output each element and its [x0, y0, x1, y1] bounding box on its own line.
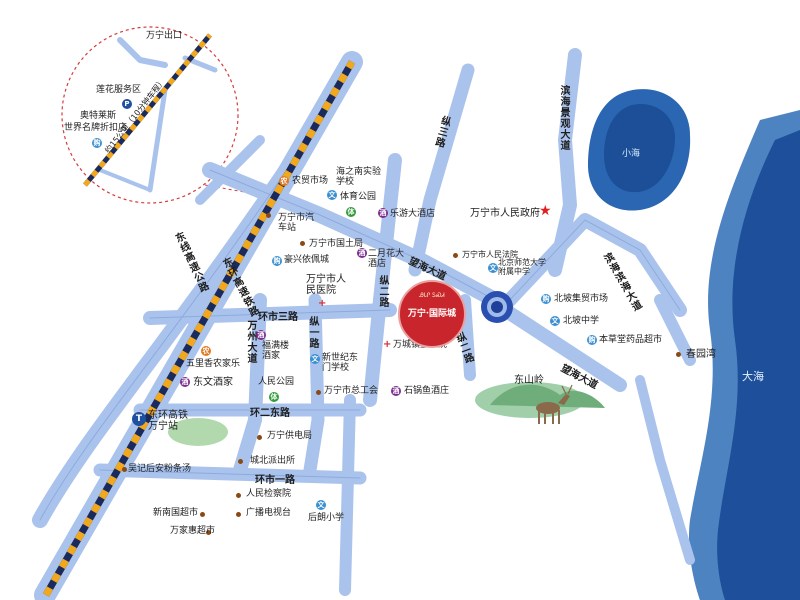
poi-fulou: 福满楼酒家 [262, 341, 290, 361]
road-wanzhou: 万州大道 [245, 320, 256, 364]
park-icon-2: 体 [269, 392, 279, 402]
poi-dot-gongdianju [257, 435, 262, 440]
inset-outlet-line2: 世界名牌折扣店 [64, 123, 128, 133]
road-huanshi-san: 环市三路 [258, 312, 298, 323]
school-icon-2: 文 [488, 263, 498, 273]
poi-renmin-gongyuan: 人民公园 [258, 377, 295, 387]
poi-dot-chunyuan [676, 352, 681, 357]
poi-zhengfu: 万宁市人民政府 [470, 208, 540, 219]
poi-shifan: 北京师范大学附属中学 [498, 258, 546, 276]
shopping-icon: 购 [92, 138, 102, 148]
sea-small-label: 小海 [622, 149, 641, 159]
hotel-icon: 酒 [378, 208, 388, 218]
pharmacy-icon: 购 [587, 335, 597, 345]
school-icon: 文 [327, 190, 337, 200]
clinic-icon: + [383, 339, 392, 350]
poi-leyou: 乐游大酒店 [390, 209, 436, 219]
poi-gongdianju: 万宁供电局 [267, 431, 313, 441]
poi-tiyu-gongyuan: 体育公园 [340, 192, 377, 202]
small-lake-inner [604, 104, 676, 193]
poi-dot-zonggonghui [316, 390, 321, 395]
big-sea-edge [717, 130, 800, 600]
poi-beipo-jimao: 北坡集贸市场 [554, 294, 609, 304]
poi-xinnanguo: 新南国超市 [153, 508, 199, 518]
hotel-icon-2: 酒 [357, 248, 367, 258]
poi-dongwen: 东文酒家 [193, 377, 233, 388]
poi-renmin-yiyuan: 万宁市人民医院 [306, 274, 346, 296]
inset-exit-label: 万宁出口 [146, 31, 183, 41]
poi-chengbei-pcs: 城北派出所 [250, 456, 296, 466]
project-title: 万宁·国际城 [407, 309, 457, 319]
poi-nongmao: 农贸市场 [292, 176, 329, 186]
hotel-icon-3: 酒 [256, 330, 266, 340]
poi-qiche-zhan: 万宁市汽车站 [278, 213, 315, 233]
poi-dot-qiche [266, 213, 271, 218]
poi-dot-guangbo [236, 512, 241, 517]
poi-gaotie-station: 东环高铁万宁站 [148, 410, 188, 432]
poi-haoxing: 豪兴依佩城 [284, 255, 330, 265]
inset-service-label: 莲花服务区 [96, 85, 142, 95]
poi-dot-guotuju [300, 241, 305, 246]
sea-big-label: 大海 [742, 370, 764, 383]
poi-eryuehua: 二月花大酒店 [368, 249, 405, 269]
poi-jianchayuan: 人民检察院 [246, 489, 292, 499]
park-icon: 体 [346, 207, 356, 217]
poi-zonggonghui: 万宁市总工会 [324, 386, 379, 396]
road-binhai-jingguan: 滨海景观大道 [558, 85, 569, 151]
poi-dot-wanjiahui [206, 530, 211, 535]
market-icon: 农 [279, 176, 289, 186]
poi-guotuju: 万宁市国土局 [309, 239, 364, 249]
poi-haizhinan: 海之南实验学校 [336, 167, 382, 187]
project-subtitle: ᎯᏓᎵ ᏚᏍᏗ [419, 292, 445, 299]
rail-line-dash [42, 60, 356, 597]
poi-wanjiahui: 万家惠超市 [170, 526, 216, 536]
poi-dot-fayuan [453, 253, 458, 258]
project-badge[interactable]: ᎯᏓᎵ ᏚᏍᏗ 万宁·国际城 [398, 280, 466, 348]
parking-icon: P [122, 99, 132, 109]
rail-station-icon: T [132, 412, 146, 426]
road-huanshi-yi: 环市一路 [255, 475, 295, 486]
inset-outlet-line1: 奥特莱斯 [80, 111, 117, 121]
road-huan-er-dong: 环二东路 [250, 408, 290, 419]
government-star-icon: ★ [539, 203, 552, 219]
poi-xinshiji: 新世纪东门学校 [322, 353, 359, 373]
school-icon-3: 文 [550, 316, 560, 326]
poi-fayuan: 万宁市人民法院 [462, 250, 518, 259]
shopping-icon-2: 购 [272, 256, 282, 266]
market-icon-2: 购 [541, 294, 551, 304]
poi-chunyuan: 春园湾 [686, 349, 716, 360]
poi-wuli-xiang: 五里香农家乐 [186, 359, 241, 369]
poi-wuji: 吴记后安粉条汤 [128, 464, 192, 474]
poi-dot-xinnanguo [200, 512, 205, 517]
deer-illustration [536, 384, 573, 424]
road-zong-yi: 纵一路 [307, 316, 318, 349]
poi-guangbo: 广播电视台 [246, 508, 292, 518]
poi-houlang: 后朗小学 [308, 513, 345, 523]
hospital-icon: + [318, 298, 327, 309]
school-icon-4: 文 [310, 354, 320, 364]
poi-bencaotang: 本草堂药品超市 [599, 335, 663, 345]
restaurant-icon: 农 [201, 346, 211, 356]
hotel-icon-4: 酒 [180, 377, 190, 387]
park-left [168, 418, 228, 446]
poi-dot-chengbei [238, 459, 243, 464]
inset-rail-dash [83, 33, 212, 187]
poi-beipo-zhongxue: 北坡中学 [563, 316, 600, 326]
poi-dot-jianchayuan [236, 493, 241, 498]
poi-dongshanling: 东山岭 [514, 375, 544, 386]
poi-shiguoyu: 石锅鱼酒庄 [404, 386, 450, 396]
road-zong-er: 纵二路 [377, 275, 388, 308]
poi-dot-wuji [122, 467, 127, 472]
hotel-icon-5: 酒 [391, 386, 401, 396]
school-icon-5: 文 [316, 500, 326, 510]
